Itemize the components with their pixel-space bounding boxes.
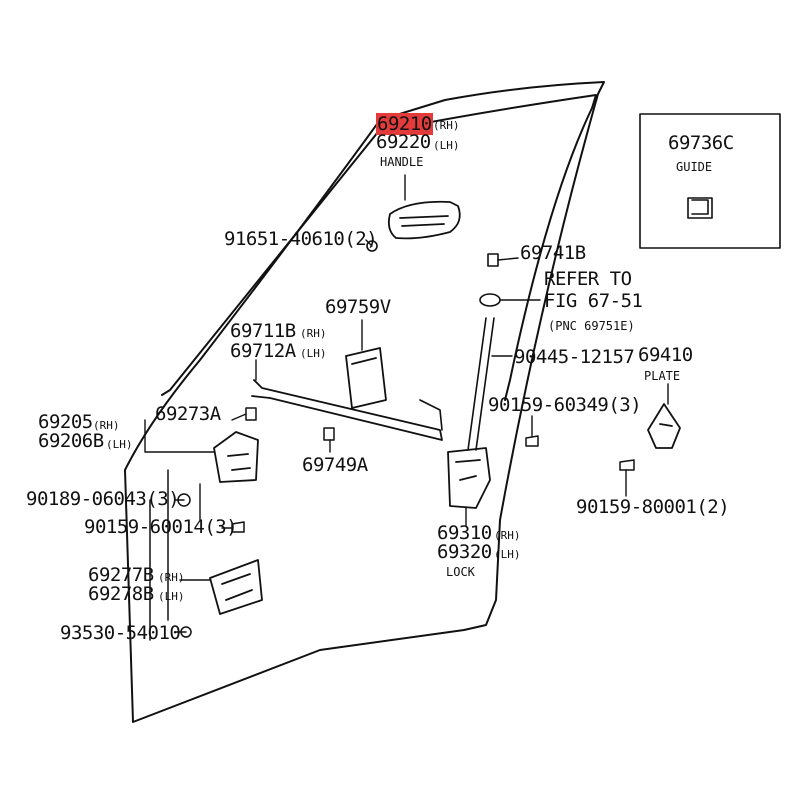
inside-handle-part <box>209 559 263 615</box>
handle-lh-side: (LH) <box>433 139 460 152</box>
inner-lh-number: 69278B <box>88 583 154 605</box>
lock-rod <box>251 379 443 441</box>
grommet-part <box>479 293 501 307</box>
inner-rh-number: 69277B <box>88 564 154 586</box>
bracket-part <box>213 431 259 483</box>
door-window-frame <box>161 94 597 401</box>
plate-bolt-number: 90159-80001(2) <box>576 496 730 518</box>
plate-name: PLATE <box>644 369 681 383</box>
bracket-lh-side: (LH) <box>106 438 133 451</box>
guide-part <box>687 197 713 219</box>
leader-handle-screw <box>365 239 373 247</box>
rod-rh-number: 69711B <box>230 320 296 342</box>
leader-rod-clip <box>231 413 247 421</box>
inner-lh-side: (LH) <box>158 590 185 603</box>
rod-connector <box>419 399 443 431</box>
refer-line2: FIG 67-51 <box>544 290 643 312</box>
leader-bracket <box>144 419 215 453</box>
handle-name: HANDLE <box>380 155 424 169</box>
handle-lh-number: 69220 <box>376 131 431 153</box>
pad-part <box>345 347 387 409</box>
bracket-rh-number: 69205 <box>38 411 93 433</box>
lock-rh-side: (RH) <box>494 529 521 542</box>
guide-number: 69736C <box>668 132 734 154</box>
clip-part <box>487 253 499 267</box>
plate-bolt <box>619 459 635 471</box>
bracket-lh-number: 69206B <box>38 430 104 452</box>
rod-clip-number: 69273A <box>155 403 221 425</box>
rod-clip-part <box>245 407 257 421</box>
inner-screw-number: 93530-54010 <box>60 622 181 644</box>
door-inner-line <box>149 469 169 641</box>
refer-line1: REFER TO <box>544 268 632 290</box>
handle-rh-side: (RH) <box>433 119 460 132</box>
plate-number: 69410 <box>638 344 693 366</box>
bracket-rh-side: (RH) <box>93 419 120 432</box>
plate-part <box>647 403 681 449</box>
rod-lh-side: (LH) <box>300 347 327 360</box>
nut-number: 90189-06043(3) <box>26 488 180 510</box>
lock-lh-side: (LH) <box>494 548 521 561</box>
guide-callout-box <box>639 113 781 249</box>
lock-assembly <box>447 447 491 509</box>
guide-name: GUIDE <box>676 160 713 174</box>
handle-rh-number: 69210 <box>376 113 433 135</box>
handle-screw <box>366 240 378 252</box>
leader-clip <box>497 257 519 261</box>
vertical-rod <box>467 317 495 451</box>
rod-clip2-number: 69749A <box>302 454 368 476</box>
lock-lh-number: 69320 <box>437 541 492 563</box>
outer-handle-part <box>387 200 461 240</box>
refer-line3: (PNC 69751E) <box>548 319 635 333</box>
lock-name: LOCK <box>446 565 475 579</box>
lock-bolt <box>525 435 539 447</box>
lock-bolt2-number: 90159-60349(3) <box>488 394 642 416</box>
lock-bolt-number: 90445-12157 <box>514 346 635 368</box>
rod-lh-number: 69712A <box>230 340 296 362</box>
rod-rh-side: (RH) <box>300 327 327 340</box>
handle-screw-number: 91651-40610(2) <box>224 228 378 250</box>
bracket-bolt-number: 90159-60014(3) <box>84 516 238 538</box>
bracket-bolt-part <box>231 521 245 533</box>
inner-rh-side: (RH) <box>158 571 185 584</box>
pad-number: 69759V <box>325 296 391 318</box>
door-outer-outline <box>124 81 605 723</box>
leader-nut <box>175 483 201 521</box>
rod-clip2-part <box>323 427 335 441</box>
lock-rh-number: 69310 <box>437 522 492 544</box>
clip-number: 69741B <box>520 242 586 264</box>
